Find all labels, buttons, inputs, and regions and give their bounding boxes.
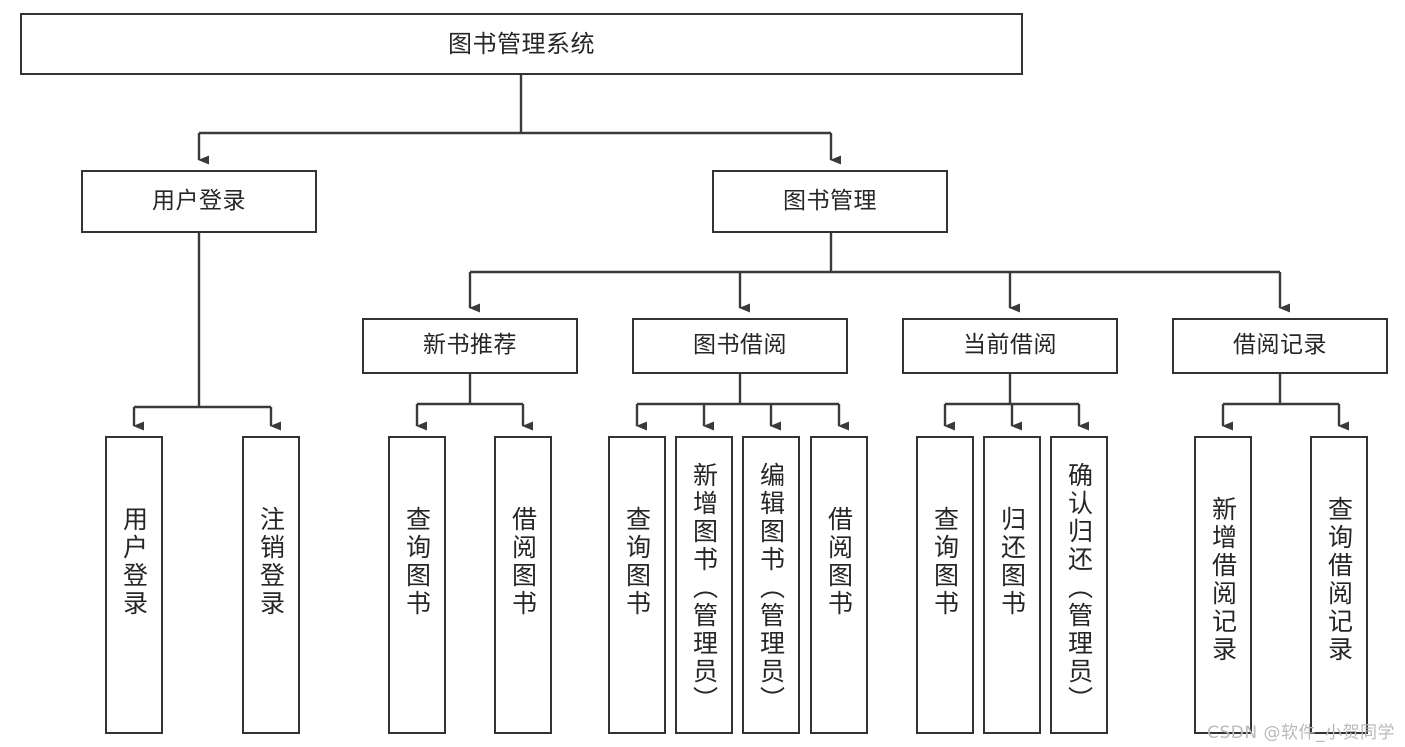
leaf-book-borrow-add-book-admin[interactable]: 新增图书（管理员） bbox=[675, 436, 733, 734]
leaf-book-borrow-query-book[interactable]: 查询图书 bbox=[608, 436, 666, 734]
leaf-borrow-record-add-record[interactable]: 新增借阅记录 bbox=[1194, 436, 1252, 734]
node-label: 新书推荐 bbox=[423, 332, 517, 359]
node-label: 确认归还（管理员） bbox=[1064, 462, 1094, 714]
node-new-book-recommend[interactable]: 新书推荐 bbox=[362, 318, 578, 374]
node-label: 当前借阅 bbox=[963, 332, 1057, 359]
leaf-book-borrow-edit-book-admin[interactable]: 编辑图书（管理员） bbox=[742, 436, 800, 734]
node-label: 查询图书 bbox=[402, 506, 432, 618]
node-label: 查询图书 bbox=[622, 506, 652, 618]
node-label: 查询图书 bbox=[930, 506, 960, 618]
leaf-current-borrow-return-book[interactable]: 归还图书 bbox=[983, 436, 1041, 734]
node-label: 新增借阅记录 bbox=[1208, 496, 1238, 664]
node-label: 注销登录 bbox=[256, 506, 286, 618]
node-label: 图书管理 bbox=[783, 187, 877, 214]
leaf-new-book-query-book[interactable]: 查询图书 bbox=[388, 436, 446, 734]
node-label: 用户登录 bbox=[119, 506, 149, 618]
node-label: 借阅图书 bbox=[824, 506, 854, 618]
leaf-book-borrow-borrow-book[interactable]: 借阅图书 bbox=[810, 436, 868, 734]
node-label: 图书管理系统 bbox=[448, 29, 595, 58]
node-label: 归还图书 bbox=[997, 506, 1027, 618]
node-label: 查询借阅记录 bbox=[1324, 496, 1354, 664]
node-book-borrow[interactable]: 图书借阅 bbox=[632, 318, 848, 374]
node-root-book-management-system[interactable]: 图书管理系统 bbox=[20, 13, 1023, 75]
leaf-borrow-record-query-record[interactable]: 查询借阅记录 bbox=[1310, 436, 1368, 734]
node-label: 编辑图书（管理员） bbox=[756, 462, 786, 714]
node-user-login[interactable]: 用户登录 bbox=[81, 170, 317, 233]
leaf-new-book-borrow-book[interactable]: 借阅图书 bbox=[494, 436, 552, 734]
node-label: 新增图书（管理员） bbox=[689, 462, 719, 714]
node-label: 用户登录 bbox=[152, 187, 246, 214]
csdn-watermark: CSDN @软件_小贺同学 bbox=[1207, 723, 1395, 743]
leaf-user-login-sign-out[interactable]: 注销登录 bbox=[242, 436, 300, 734]
node-current-borrow[interactable]: 当前借阅 bbox=[902, 318, 1118, 374]
node-borrow-record[interactable]: 借阅记录 bbox=[1172, 318, 1388, 374]
node-label: 借阅图书 bbox=[508, 506, 538, 618]
node-book-management[interactable]: 图书管理 bbox=[712, 170, 948, 233]
leaf-current-borrow-confirm-return-admin[interactable]: 确认归还（管理员） bbox=[1050, 436, 1108, 734]
node-label: 图书借阅 bbox=[693, 332, 787, 359]
node-label: 借阅记录 bbox=[1233, 332, 1327, 359]
leaf-current-borrow-query-book[interactable]: 查询图书 bbox=[916, 436, 974, 734]
leaf-user-login-sign-in[interactable]: 用户登录 bbox=[105, 436, 163, 734]
